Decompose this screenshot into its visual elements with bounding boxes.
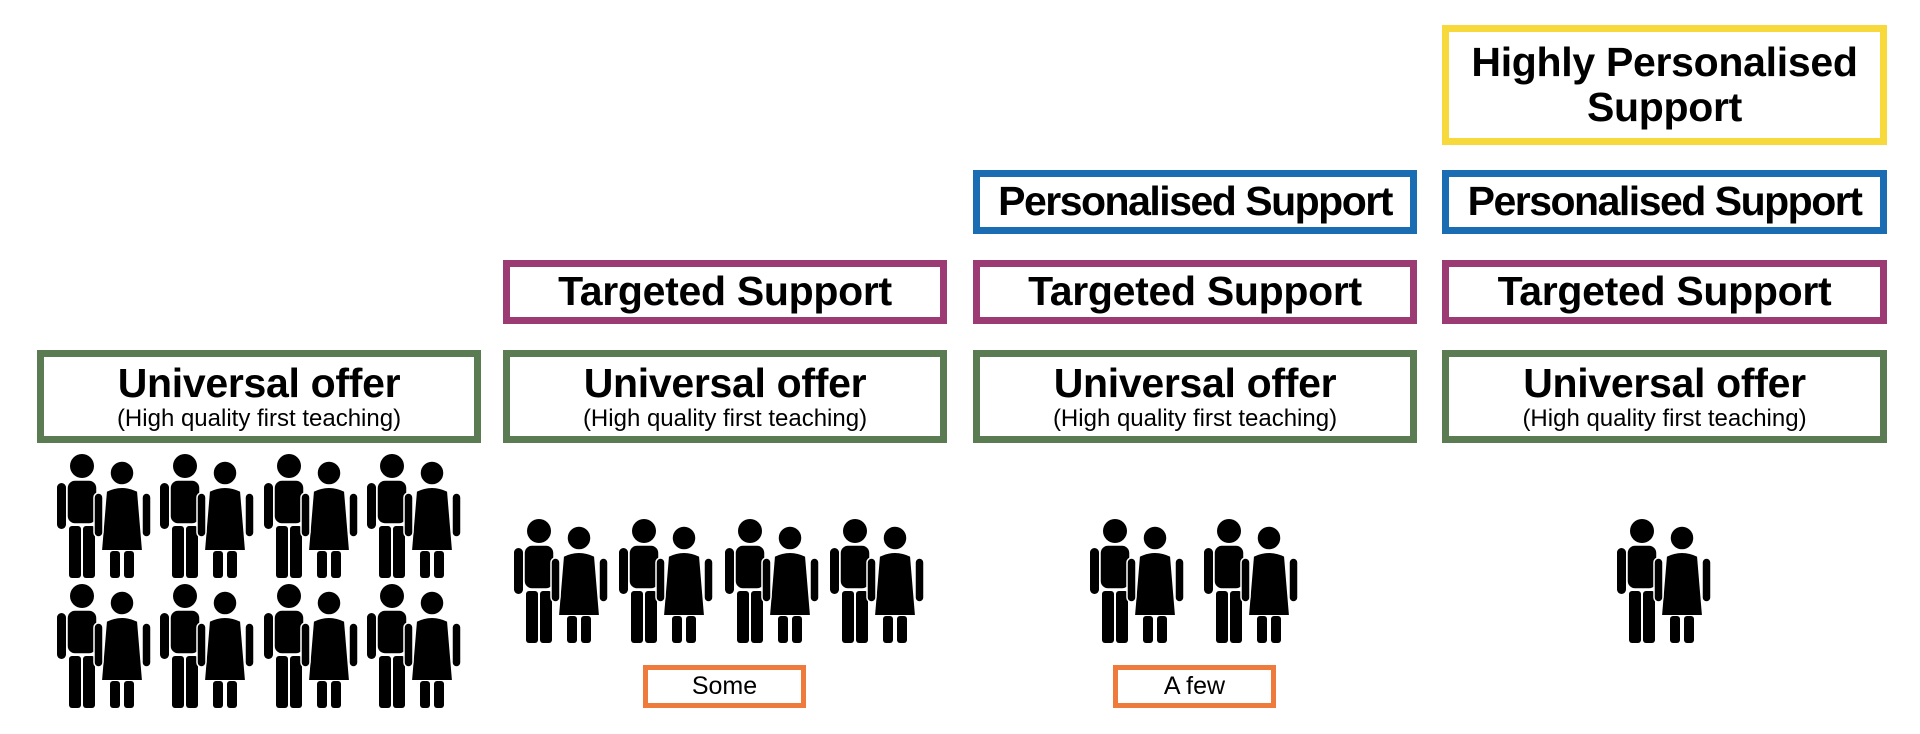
label-some-text: Some [691,672,758,700]
universal-offer-subtitle: (High quality first teaching) [1522,404,1807,432]
people-icon [364,583,464,708]
personalised-support-title: Personalised Support [1467,178,1863,225]
universal-offer-box: Universal offer (High quality first teac… [973,350,1417,443]
universal-offer-subtitle: (High quality first teaching) [582,404,868,432]
universal-offer-subtitle: (High quality first teaching) [116,404,402,432]
targeted-support-title: Targeted Support [558,268,892,315]
targeted-support-title: Targeted Support [1497,268,1832,315]
people-icon [157,583,257,708]
universal-offer-title: Universal offer [117,359,401,406]
label-a-few-text: A few [1163,672,1226,700]
people-icon [1087,518,1187,643]
universal-offer-box: Universal offer (High quality first teac… [503,350,947,443]
universal-offer-subtitle: (High quality first teaching) [1052,404,1338,432]
universal-offer-box: Universal offer (High quality first teac… [1442,350,1887,443]
people-icon [722,518,822,643]
people-icon [261,453,361,578]
people-icon [616,518,716,643]
people-icon [261,583,361,708]
targeted-support-box: Targeted Support [1442,260,1887,324]
label-some: Some [643,665,806,708]
people-icon [827,518,927,643]
people-icon [54,453,154,578]
label-a-few: A few [1113,665,1276,708]
people-group-one [1614,518,1714,647]
universal-offer-title: Universal offer [1053,359,1337,406]
personalised-support-box: Personalised Support [973,170,1417,234]
people-icon [364,453,464,578]
targeted-support-box: Targeted Support [973,260,1417,324]
universal-offer-box: Universal offer (High quality first teac… [37,350,481,443]
universal-offer-title: Universal offer [1523,359,1806,406]
targeted-support-box: Targeted Support [503,260,947,324]
people-group-all [54,453,464,709]
people-icon [54,583,154,708]
highly-personalised-support-title: Highly Personalised Support [1471,38,1858,130]
personalised-support-title: Personalised Support [998,178,1393,225]
people-icon [1201,518,1301,643]
people-icon [157,453,257,578]
highly-personalised-support-box: Highly Personalised Support [1442,25,1887,145]
universal-offer-title: Universal offer [583,359,867,406]
targeted-support-title: Targeted Support [1028,268,1362,315]
people-icon [1614,518,1714,643]
personalised-support-box: Personalised Support [1442,170,1887,234]
people-group-a-few [1087,518,1301,647]
people-icon [511,518,611,643]
people-group-some [511,518,927,647]
